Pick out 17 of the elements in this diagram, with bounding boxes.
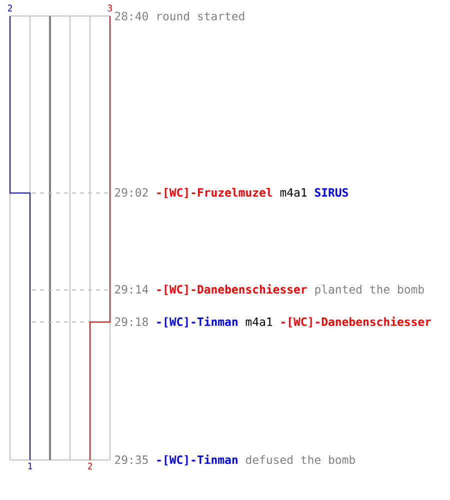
track-number: 3 (108, 4, 112, 12)
label: m4a1 (280, 188, 307, 197)
label: m4a1 (246, 318, 272, 326)
label: 29:18 (115, 317, 148, 326)
track-number: 2 (8, 4, 12, 12)
label: SIRUS (314, 188, 348, 197)
event-text: 29:35 -[WC]-Tinman defused the bomb (115, 454, 355, 466)
label: -[WC]-Fruzelmuzel (157, 188, 272, 198)
label: 29:02 (115, 188, 148, 197)
label: -[WC]-Danebenschiesser (281, 316, 432, 328)
track-number: 1 (28, 462, 32, 470)
event-text: 29:02 -[WC]-Fruzelmuzel m4a1 SIRUS (115, 188, 348, 198)
event-text: 28:40 round started (115, 12, 244, 20)
event-text: 29:14 -[WC]-Danebenschiesser planted the bomb (115, 284, 424, 296)
event-text: 29:18 -[WC]-Tinman m4a1 -[WC]-Danebenschiesser (115, 316, 432, 328)
label: -[WC]-Tinman (157, 316, 238, 328)
track-number: 2 (88, 462, 92, 470)
